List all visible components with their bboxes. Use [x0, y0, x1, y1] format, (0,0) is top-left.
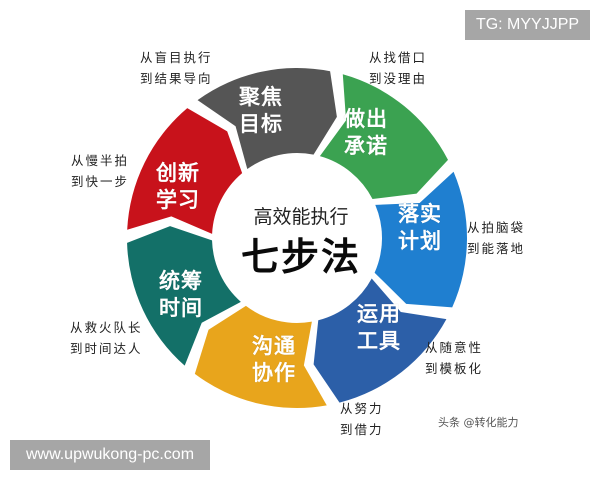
- note-line1: 从慢半拍: [71, 153, 130, 168]
- segment-label-line1: 沟通: [252, 334, 296, 358]
- ring-segment-make-commitment: [319, 74, 449, 199]
- watermark-tg: TG: MYYJJPP: [465, 10, 590, 40]
- note-implement-plan: 从拍脑袋 到能落地: [467, 217, 525, 259]
- segment-make-commitment: 做出 承诺: [336, 106, 396, 160]
- note-line2: 到能落地: [467, 241, 526, 256]
- segment-label-line2: 目标: [239, 112, 283, 136]
- center-title: 七步法: [240, 235, 361, 279]
- note-line2: 到借力: [340, 422, 384, 437]
- note-make-commitment: 从找借口 到没理由: [369, 47, 427, 89]
- segment-label-line1: 落实: [398, 202, 442, 226]
- note-line1: 从拍脑袋: [467, 220, 526, 235]
- segment-label-line2: 协作: [252, 361, 296, 385]
- segment-label-line1: 统筹: [159, 269, 203, 293]
- ring-segment-focus-goal: [197, 68, 337, 170]
- note-manage-time: 从救火队长 到时间达人: [70, 317, 143, 359]
- segment-manage-time: 统筹 时间: [151, 268, 211, 322]
- segment-label-line1: 做出: [344, 107, 388, 131]
- segment-communicate: 沟通 协作: [244, 333, 304, 387]
- segment-innovate-learn: 创新 学习: [148, 160, 208, 214]
- note-line2: 到没理由: [369, 71, 428, 86]
- center-circle: [215, 156, 379, 320]
- note-line2: 到时间达人: [70, 341, 143, 356]
- note-use-tools: 从随意性 到模板化: [425, 337, 483, 379]
- note-line1: 从努力: [340, 401, 384, 416]
- ring-segment-manage-time: [127, 226, 241, 366]
- segment-label-line1: 运用: [357, 302, 401, 326]
- note-communicate: 从努力 到借力: [340, 398, 384, 440]
- note-line2: 到快一步: [71, 174, 130, 189]
- segment-label-line2: 时间: [159, 296, 203, 320]
- ring-segment-use-tools: [313, 278, 447, 403]
- note-line1: 从找借口: [369, 50, 428, 65]
- segment-use-tools: 运用 工具: [349, 301, 409, 355]
- ring-segment-communicate: [194, 305, 327, 408]
- segment-label-line2: 计划: [398, 229, 442, 253]
- segment-label-line2: 学习: [156, 188, 200, 212]
- center-subtitle: 高效能执行: [253, 206, 349, 228]
- segment-implement-plan: 落实 计划: [390, 201, 450, 255]
- segment-label-line1: 聚焦: [239, 85, 283, 109]
- segment-focus-goal: 聚焦 目标: [231, 84, 291, 138]
- segment-label-line2: 工具: [357, 329, 401, 353]
- ring-segment-implement-plan: [374, 171, 467, 308]
- note-focus-goal: 从盲目执行 到结果导向: [140, 47, 213, 89]
- watermark-url: www.upwukong-pc.com: [10, 440, 210, 470]
- segment-label-line1: 创新: [156, 161, 200, 185]
- note-line1: 从盲目执行: [140, 50, 213, 65]
- segment-label-line2: 承诺: [344, 134, 388, 158]
- credit-text: 头条 @转化能力: [438, 416, 519, 429]
- note-innovate-learn: 从慢半拍 到快一步: [71, 150, 129, 192]
- note-line2: 到结果导向: [140, 71, 213, 86]
- note-line1: 从救火队长: [70, 320, 143, 335]
- ring-segment-innovate-learn: [127, 108, 243, 234]
- note-line1: 从随意性: [425, 340, 484, 355]
- note-line2: 到模板化: [425, 361, 484, 376]
